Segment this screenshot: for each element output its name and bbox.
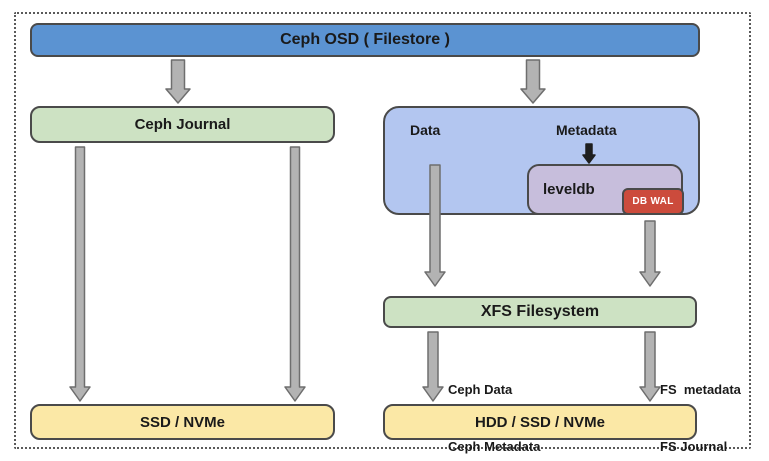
hdd-ssd-nvme-label: HDD / SSD / NVMe	[474, 413, 606, 431]
ceph-data-caption-line2: Ceph Metadata	[448, 439, 541, 454]
ceph-journal-label: Ceph Journal	[134, 116, 231, 133]
data-label: Data	[410, 122, 441, 138]
hdd-ssd-nvme-bar: HDD / SSD / NVMe	[383, 404, 697, 440]
fs-metadata-caption-line1: FS metadata	[660, 382, 741, 397]
metadata-label: Metadata	[556, 122, 617, 138]
arrow-down-icon	[520, 59, 546, 104]
arrow-down-icon	[165, 59, 191, 104]
xfs-filesystem-bar: XFS Filesystem	[383, 296, 697, 328]
xfs-filesystem-label: XFS Filesystem	[480, 303, 600, 320]
ceph-osd-filestore-bar: Ceph OSD ( Filestore )	[30, 23, 700, 57]
arrow-down-icon	[69, 146, 91, 402]
ssd-nvme-bar: SSD / NVMe	[30, 404, 335, 440]
ceph-osd-filestore-label: Ceph OSD ( Filestore )	[280, 31, 450, 48]
fs-metadata-caption: FS metadata FS Journal	[660, 342, 741, 461]
db-wal-label: DB WAL	[632, 196, 674, 207]
arrow-down-icon	[424, 164, 446, 287]
ssd-nvme-label: SSD / NVMe	[139, 413, 226, 431]
fs-metadata-caption-line2: FS Journal	[660, 439, 728, 454]
arrow-down-icon	[582, 143, 596, 164]
arrow-down-icon	[284, 146, 306, 402]
arrow-down-icon	[422, 331, 444, 402]
arrow-down-icon	[639, 220, 661, 287]
leveldb-label: leveldb	[543, 181, 595, 198]
ceph-journal-box: Ceph Journal	[30, 106, 335, 143]
arrow-down-icon	[639, 331, 661, 402]
db-wal-badge: DB WAL	[622, 188, 684, 215]
ceph-data-caption: Ceph Data Ceph Metadata	[448, 342, 540, 461]
ceph-data-caption-line1: Ceph Data	[448, 382, 513, 397]
diagram-dashed-border	[14, 12, 751, 449]
